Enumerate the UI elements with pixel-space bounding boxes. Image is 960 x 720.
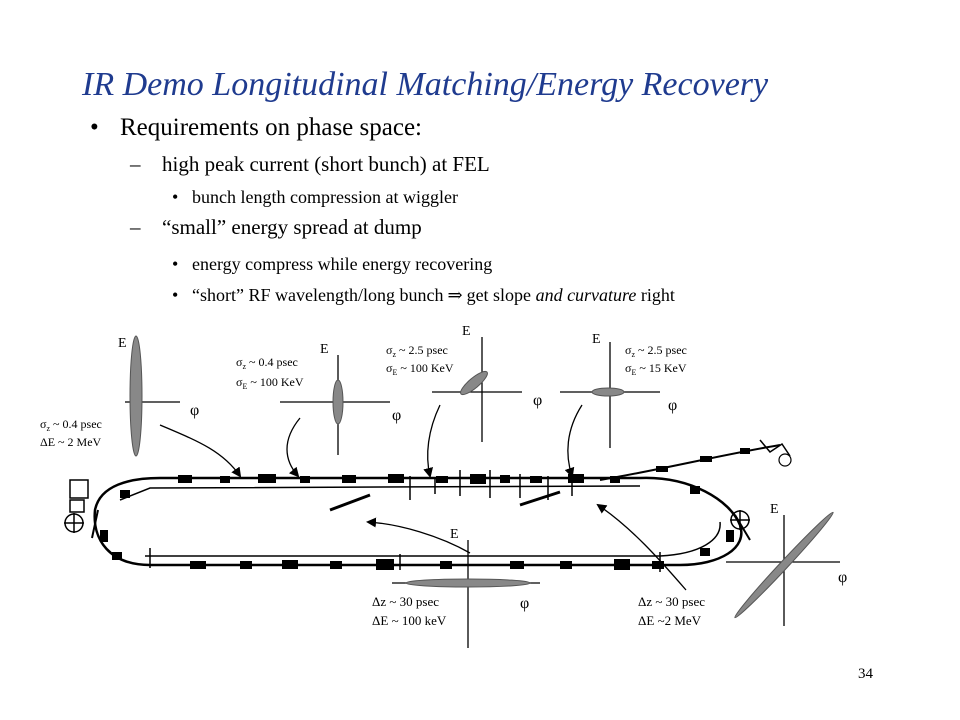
- arrow-plot-1: [159, 424, 242, 478]
- svg-text:E: E: [320, 342, 329, 357]
- arrow-plot-2: [286, 417, 301, 478]
- svg-text:E: E: [770, 502, 779, 517]
- svg-text:ΔE ~2 MeV: ΔE ~2 MeV: [638, 613, 702, 628]
- svg-text:φ: φ: [533, 392, 542, 409]
- arrow-plot-4: [564, 404, 583, 478]
- svg-text:σz ~ 2.5 psec: σz ~ 2.5 psec: [625, 343, 687, 359]
- phase-ellipse-4: [591, 387, 625, 397]
- accelerator-lattice: [64, 439, 792, 572]
- phase-ellipse-1: [129, 335, 143, 457]
- page-number: 34: [858, 666, 873, 682]
- bullet-energy-compress: •energy compress while energy recovering: [172, 254, 493, 274]
- svg-text:ΔE ~ 100 keV: ΔE ~ 100 keV: [372, 613, 447, 628]
- phase-plot-5: E φ Δz ~ 30 psec ΔE ~ 100 keV: [372, 527, 540, 648]
- svg-text:E: E: [592, 332, 601, 347]
- bullet-small-energy-spread: –“small” energy spread at dump: [130, 215, 422, 239]
- bullet-high-peak-current: –high peak current (short bunch) at FEL: [130, 152, 490, 176]
- svg-text:σE ~ 15 KeV: σE ~ 15 KeV: [625, 361, 687, 377]
- phase-ellipse-3: [460, 370, 488, 396]
- svg-text:E: E: [450, 527, 459, 542]
- implies-arrow-icon: ⇒: [447, 285, 463, 305]
- svg-text:E: E: [118, 336, 127, 351]
- svg-text:φ: φ: [838, 569, 847, 586]
- svg-text:σz ~ 0.4 psec: σz ~ 0.4 psec: [236, 355, 298, 371]
- svg-text:ΔE ~ 2 MeV: ΔE ~ 2 MeV: [40, 435, 102, 449]
- svg-text:σE ~ 100 KeV: σE ~ 100 KeV: [236, 375, 304, 391]
- arrow-plot-5: [366, 517, 471, 554]
- lattice-elements: [100, 448, 750, 570]
- location-arrows: [159, 404, 687, 591]
- phase-ellipse-6: [734, 511, 834, 619]
- phase-plot-6: E φ Δz ~ 30 psec ΔE ~2 MeV: [638, 502, 847, 628]
- phase-plot-1: E φ σz ~ 0.4 psec ΔE ~ 2 MeV: [40, 335, 199, 457]
- phase-plot-3: E φ σz ~ 2.5 psec σE ~ 100 KeV: [386, 324, 542, 442]
- arrow-plot-3: [423, 404, 441, 478]
- bullet-requirements: •Requirements on phase space:: [90, 114, 422, 141]
- bullet-short-rf-wavelength: •“short” RF wavelength/long bunch⇒get sl…: [172, 285, 675, 305]
- svg-text:σz ~ 0.4 psec: σz ~ 0.4 psec: [40, 417, 102, 433]
- phase-ellipse-2: [332, 379, 344, 425]
- svg-text:Δz ~ 30 psec: Δz ~ 30 psec: [638, 594, 705, 609]
- svg-text:φ: φ: [668, 397, 677, 414]
- svg-text:φ: φ: [520, 595, 529, 612]
- svg-text:E: E: [462, 324, 471, 339]
- phase-ellipse-5: [405, 578, 531, 588]
- slide-title: IR Demo Longitudinal Matching/Energy Rec…: [82, 66, 769, 103]
- arrow-plot-6: [596, 503, 687, 591]
- phase-plot-4: E φ σz ~ 2.5 psec σE ~ 15 KeV: [560, 332, 687, 448]
- svg-text:Δz ~ 30 psec: Δz ~ 30 psec: [372, 594, 439, 609]
- bullet-bunch-compression: •bunch length compression at wiggler: [172, 187, 458, 207]
- svg-text:φ: φ: [392, 407, 401, 424]
- svg-text:σE ~ 100 KeV: σE ~ 100 KeV: [386, 361, 454, 377]
- phase-plot-2: E φ σz ~ 0.4 psec σE ~ 100 KeV: [236, 342, 401, 455]
- svg-text:φ: φ: [190, 402, 199, 419]
- svg-text:σz ~ 2.5 psec: σz ~ 2.5 psec: [386, 343, 448, 359]
